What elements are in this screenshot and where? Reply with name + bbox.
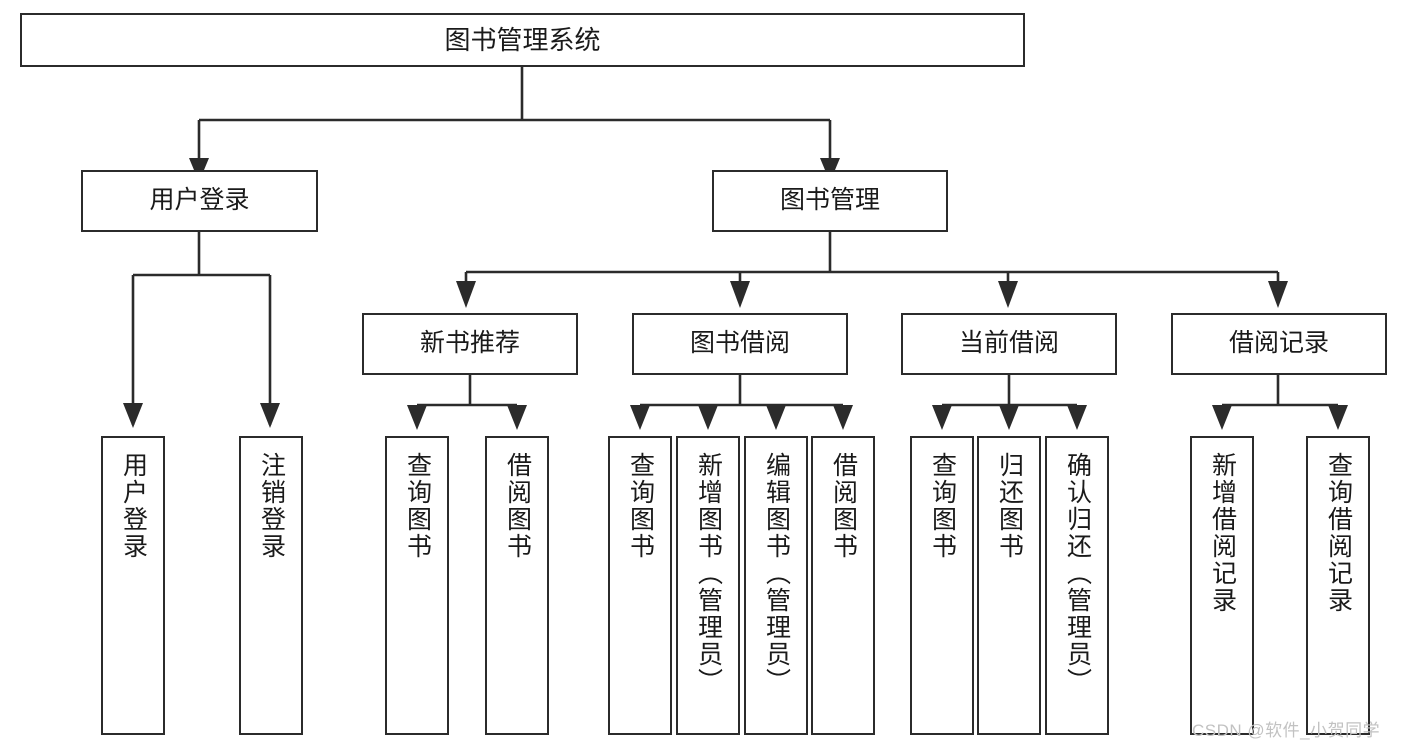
node-user-login[interactable]: 用户登录 — [81, 170, 318, 232]
node-leaf-nb-query-book-label: 查询图书 — [403, 452, 432, 560]
node-book-borrow-label: 图书借阅 — [689, 329, 790, 358]
node-leaf-bw-edit-book[interactable]: 编辑图书（管理员） — [744, 436, 808, 735]
node-leaf-nb-borrow-book[interactable]: 借阅图书 — [485, 436, 549, 735]
node-leaf-rc-add-record-label: 新增借阅记录 — [1208, 452, 1237, 614]
node-leaf-cb-confirm-return-label: 确认归还（管理员） — [1063, 452, 1092, 695]
node-borrow-record-label: 借阅记录 — [1228, 329, 1329, 358]
node-current-borrow[interactable]: 当前借阅 — [901, 313, 1117, 375]
node-leaf-nb-query-book[interactable]: 查询图书 — [385, 436, 449, 735]
node-leaf-cb-query-book[interactable]: 查询图书 — [910, 436, 974, 735]
node-leaf-logout[interactable]: 注销登录 — [239, 436, 303, 735]
node-leaf-cb-query-book-label: 查询图书 — [928, 452, 957, 560]
node-leaf-rc-query-record[interactable]: 查询借阅记录 — [1306, 436, 1370, 735]
node-leaf-bw-add-book[interactable]: 新增图书（管理员） — [676, 436, 740, 735]
node-new-book-recommend-label: 新书推荐 — [419, 329, 520, 358]
node-book-borrow[interactable]: 图书借阅 — [632, 313, 848, 375]
node-leaf-bw-borrow-book-label: 借阅图书 — [829, 452, 858, 560]
node-root[interactable]: 图书管理系统 — [20, 13, 1025, 67]
node-borrow-record[interactable]: 借阅记录 — [1171, 313, 1387, 375]
node-leaf-nb-borrow-book-label: 借阅图书 — [503, 452, 532, 560]
node-root-label: 图书管理系统 — [444, 24, 601, 55]
node-leaf-user-login-label: 用户登录 — [119, 452, 148, 560]
node-leaf-bw-query-book[interactable]: 查询图书 — [608, 436, 672, 735]
node-leaf-logout-label: 注销登录 — [257, 452, 286, 560]
node-leaf-bw-add-book-label: 新增图书（管理员） — [694, 452, 723, 695]
node-leaf-bw-query-book-label: 查询图书 — [626, 452, 655, 560]
node-book-manage-label: 图书管理 — [779, 186, 880, 215]
node-leaf-bw-borrow-book[interactable]: 借阅图书 — [811, 436, 875, 735]
node-current-borrow-label: 当前借阅 — [958, 329, 1059, 358]
node-new-book-recommend[interactable]: 新书推荐 — [362, 313, 578, 375]
watermark: CSDN @软件_小贺同学 — [1192, 721, 1381, 740]
node-leaf-cb-return-book[interactable]: 归还图书 — [977, 436, 1041, 735]
node-book-manage[interactable]: 图书管理 — [712, 170, 948, 232]
node-leaf-bw-edit-book-label: 编辑图书（管理员） — [762, 452, 791, 695]
node-leaf-cb-confirm-return[interactable]: 确认归还（管理员） — [1045, 436, 1109, 735]
node-leaf-cb-return-book-label: 归还图书 — [995, 452, 1024, 560]
node-leaf-user-login[interactable]: 用户登录 — [101, 436, 165, 735]
node-leaf-rc-query-record-label: 查询借阅记录 — [1324, 452, 1353, 614]
node-user-login-label: 用户登录 — [149, 186, 250, 215]
node-leaf-rc-add-record[interactable]: 新增借阅记录 — [1190, 436, 1254, 735]
